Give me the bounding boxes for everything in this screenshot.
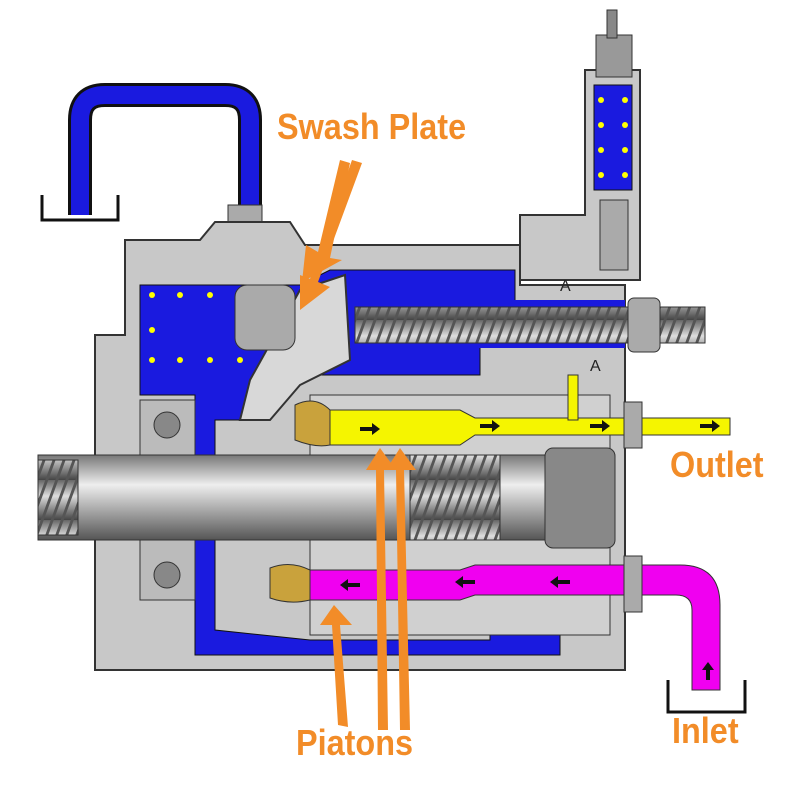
case-chamber [139,269,561,656]
piston-arrow-3 [320,605,352,727]
inlet-fitting [623,555,643,613]
outlet-fitting [623,401,643,449]
piston-arrow-2 [386,448,416,730]
case-drain-line [68,83,262,240]
valve-adjuster [595,34,633,78]
shaft-spline [409,454,501,541]
swash-plate-label: Swash Plate [277,106,467,147]
inlet-label: Inlet [672,710,739,751]
control-piston [234,284,296,351]
label-arrows [300,160,416,730]
pistons-label: Piatons [296,722,414,763]
swash-plate [238,273,352,421]
outlet-label: Outlet [670,444,764,485]
inlet-tank [666,680,747,714]
port-a-upper-label: A [560,278,571,295]
inlet-line [309,564,721,691]
swash-plate-arrow-2 [302,160,350,282]
inlet-flow-arrows [340,576,714,680]
outlet-flow-arrows [360,420,720,435]
lock-nut [627,297,661,353]
port-a-lower-label: A [590,358,601,375]
drain-tank [40,195,120,222]
piston-arrow-1 [366,448,396,730]
